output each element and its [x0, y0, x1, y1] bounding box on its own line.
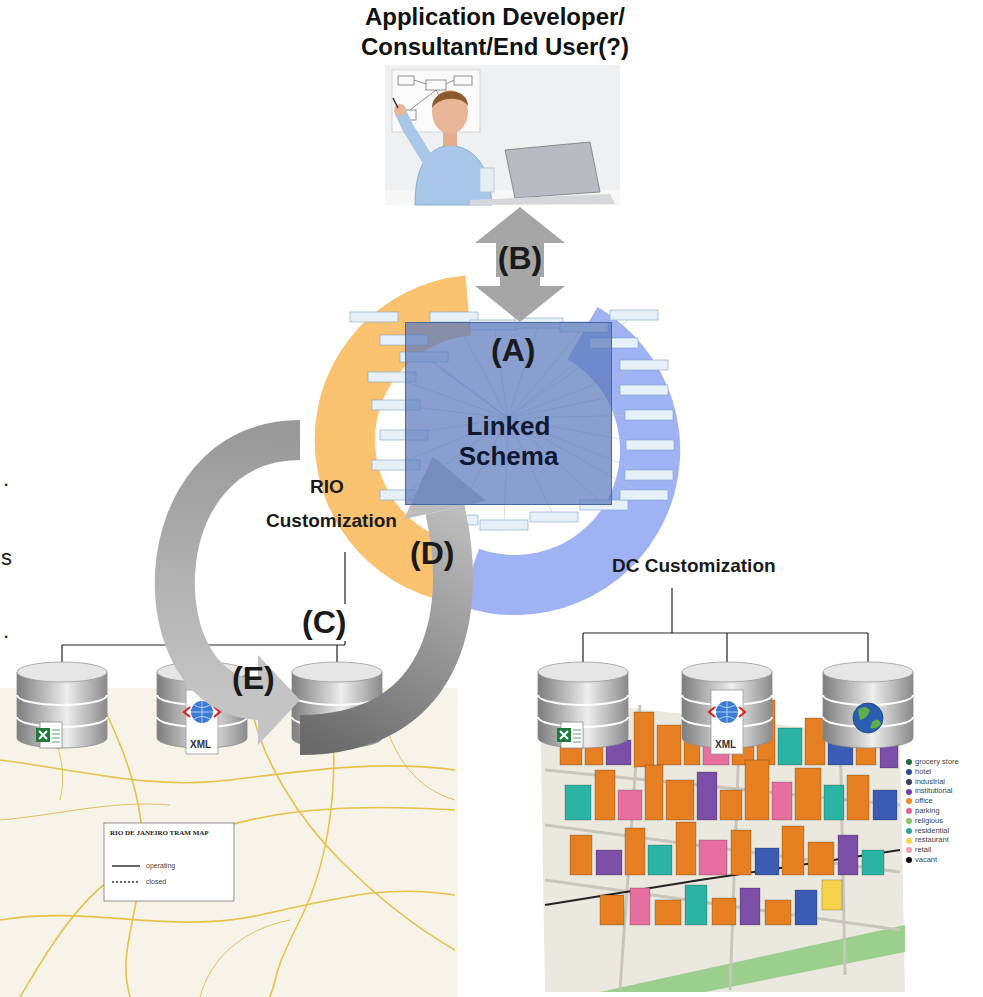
step-letter: (C)	[300, 604, 348, 641]
node-text: Application Developer/ Consultant/End Us…	[335, 2, 655, 62]
legend-entry: parking	[906, 807, 940, 815]
legend-text: parking	[915, 807, 940, 815]
legend-entry: restaurant	[906, 836, 949, 844]
legend-entry: hotel	[906, 768, 931, 776]
legend-text: retail	[915, 846, 931, 854]
legend-entry: operating	[112, 862, 175, 870]
legend-swatch	[906, 808, 912, 814]
line-sample	[112, 863, 140, 869]
legend-text: restaurant	[915, 836, 949, 844]
icon-text: XML	[715, 739, 736, 751]
database-cylinders	[17, 662, 913, 754]
legend-entry: closed	[112, 878, 166, 886]
double-arrow	[475, 207, 565, 322]
legend-text: grocery store	[915, 758, 959, 766]
edge-label: (B)	[496, 240, 544, 277]
legend-swatch	[906, 828, 912, 834]
legend-entry: vacant	[906, 856, 937, 864]
legend-text: industrial	[915, 778, 945, 786]
person-photo	[385, 65, 620, 205]
legend-text: office	[915, 797, 933, 805]
legend-swatch	[906, 857, 912, 863]
schema-box: Linked Schema	[405, 322, 612, 505]
legend-swatch	[906, 818, 912, 824]
legend-text: closed	[146, 878, 166, 886]
legend-swatch	[906, 847, 912, 853]
actor-figure: Application Developer/ Consultant/End Us…	[330, 2, 660, 207]
legend-entry: office	[906, 797, 933, 805]
legend-entry: industrial	[906, 778, 945, 786]
dc-ring	[459, 307, 681, 615]
ontology-graph	[350, 310, 674, 530]
legend-swatch	[906, 769, 912, 775]
cropped-text: .	[3, 466, 9, 491]
legend-entry: grocery store	[906, 758, 959, 766]
legend-entry: institutional	[906, 787, 953, 795]
legend-entry: residential	[906, 827, 949, 835]
cropped-text: s	[1, 545, 12, 570]
legend-swatch	[906, 789, 912, 795]
legend-entry: retail	[906, 846, 931, 854]
line-sample	[112, 879, 140, 885]
legend-swatch	[906, 779, 912, 785]
customization-label: DC Customization	[612, 555, 776, 577]
step-letter: (E)	[232, 660, 275, 697]
legend-swatch	[906, 759, 912, 765]
legend-swatch	[906, 798, 912, 804]
map-title: RIO DE JANEIRO TRAM MAP	[110, 829, 209, 837]
legend-text: operating	[146, 862, 175, 870]
legend-text: residential	[915, 827, 949, 835]
cycle-arrows	[175, 440, 486, 745]
icon-text: XML	[190, 739, 211, 751]
step-letter: (D)	[410, 535, 454, 572]
step-letter: (A)	[491, 332, 535, 369]
legend-text: hotel	[915, 768, 931, 776]
legend-text: vacant	[915, 856, 937, 864]
customization-label: RIO Customization	[266, 470, 388, 538]
legend-swatch	[906, 838, 912, 844]
node-text: Linked Schema	[434, 411, 584, 471]
legend-text: religious	[915, 817, 943, 825]
legend-text: institutional	[915, 787, 953, 795]
cropped-text: .	[3, 618, 9, 643]
legend-entry: religious	[906, 817, 943, 825]
